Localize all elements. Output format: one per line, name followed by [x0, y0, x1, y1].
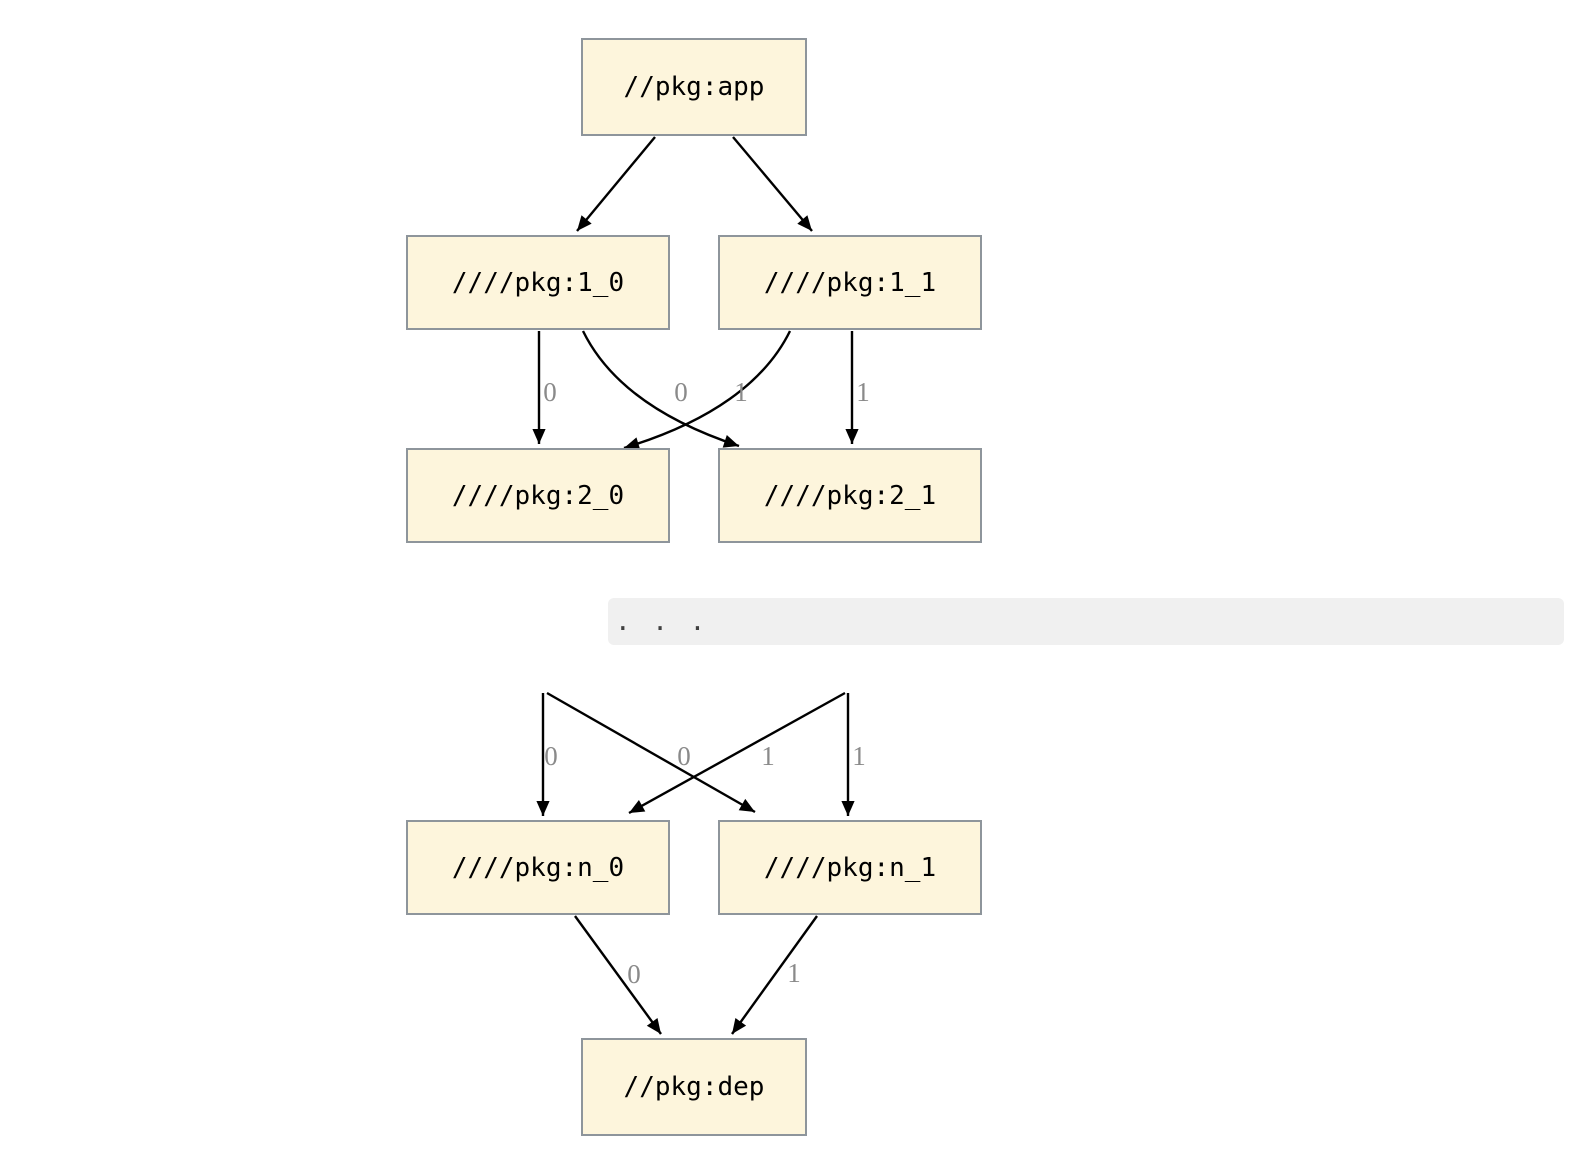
- edge-app-to-1_0: [576, 136, 656, 232]
- ellipsis-band: . . .: [608, 598, 1564, 645]
- edge-1_0-to-2_1: [581, 330, 740, 448]
- node-1_0: ////pkg:1_0: [406, 235, 670, 330]
- node-2_1: ////pkg:2_1: [718, 448, 982, 543]
- edge-dots-to-n_0-cross: [628, 691, 846, 815]
- node-n_1: ////pkg:n_1: [718, 820, 982, 915]
- node-app: //pkg:app: [581, 38, 807, 136]
- edge-label-dots-to-n_0-cross: 1: [761, 741, 775, 771]
- edge-label-dots-to-n_1-cross: 0: [677, 741, 691, 771]
- node-dep: //pkg:dep: [581, 1038, 807, 1136]
- edge-n_1-to-dep: [731, 915, 818, 1035]
- edge-n_0-to-dep: [574, 915, 662, 1035]
- edge-label-1_1-to-2_1: 1: [856, 377, 870, 407]
- edge-label-1_0-to-2_0: 0: [543, 377, 557, 407]
- edge-1_1-to-2_0: [623, 330, 792, 450]
- edge-label-n_0-to-dep: 0: [627, 959, 641, 989]
- node-1_1: ////pkg:1_1: [718, 235, 982, 330]
- edge-label-1_0-to-2_1: 0: [674, 377, 688, 407]
- edge-label-1_1-to-2_0: 1: [734, 377, 748, 407]
- edge-app-to-1_1: [732, 136, 813, 232]
- node-n_0: ////pkg:n_0: [406, 820, 670, 915]
- edge-label-n_1-to-dep: 1: [787, 958, 801, 988]
- edge-label-dots-to-n_1: 1: [852, 741, 866, 771]
- node-2_0: ////pkg:2_0: [406, 448, 670, 543]
- edge-dots-to-n_1-cross: [546, 691, 756, 814]
- edge-label-dots-to-n_0: 0: [544, 741, 558, 771]
